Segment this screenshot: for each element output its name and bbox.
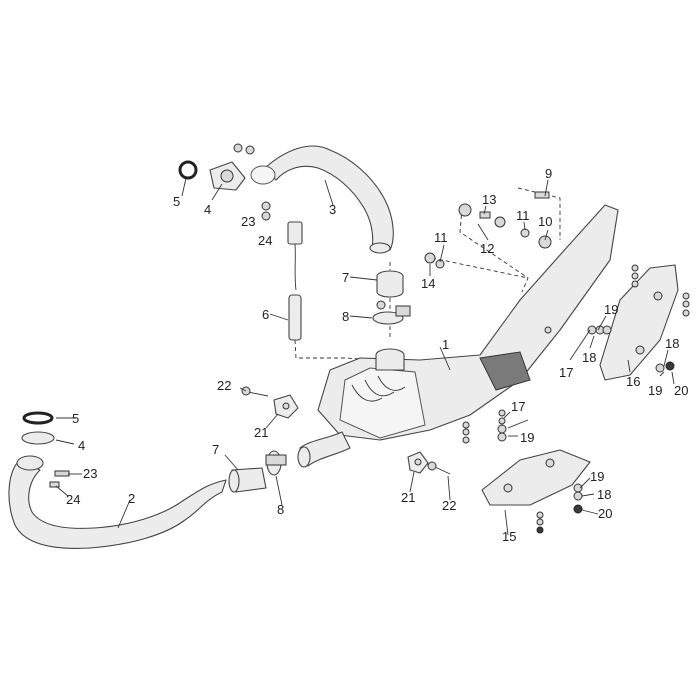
- callout-6: 6: [262, 307, 269, 322]
- callout-7-lower: 7: [212, 442, 219, 457]
- bracket-lower: [407, 451, 429, 474]
- clamp-upper: [372, 300, 411, 325]
- callout-21-upper: 21: [254, 425, 268, 440]
- callout-7-upper: 7: [342, 270, 349, 285]
- flange-gasket-upper: [209, 161, 246, 191]
- lower-pipe-hardware: [49, 470, 70, 488]
- header-pipe-lower: [8, 455, 227, 549]
- shield-lower-hardware: [536, 483, 583, 534]
- callout-19-lower: 19: [590, 469, 604, 484]
- callout-labels: 1 2 3 4 4 5 5 6 7 7 8 8 9 10 11 11 12 13…: [66, 166, 688, 544]
- callout-14: 14: [421, 276, 435, 291]
- callout-19-right: 19: [648, 383, 662, 398]
- callout-11-left: 11: [434, 230, 448, 245]
- callout-3: 3: [329, 202, 336, 217]
- callout-23-upper: 23: [241, 214, 255, 229]
- sleeve-upper: [376, 270, 404, 298]
- shield-right-hardware: [544, 264, 690, 373]
- header-pipe-upper: [250, 145, 394, 254]
- silencer-body: [317, 204, 619, 441]
- callout-19-right-top: 19: [604, 302, 618, 317]
- callout-13: 13: [482, 192, 496, 207]
- callout-24-lower: 24: [66, 492, 80, 507]
- callout-12: 12: [480, 241, 494, 256]
- callout-23-lower: 23: [83, 466, 97, 481]
- callout-17-right: 17: [559, 365, 573, 380]
- bolt-lower: [427, 461, 451, 475]
- leader-lines: [55, 177, 675, 536]
- callout-24-upper: 24: [258, 233, 272, 248]
- callout-15: 15: [502, 529, 516, 544]
- seal-ring-lower: [22, 411, 54, 425]
- bolt-upper: [241, 386, 269, 397]
- callout-8-lower: 8: [277, 502, 284, 517]
- callout-10: 10: [538, 214, 552, 229]
- callout-19-mid: 19: [520, 430, 534, 445]
- heat-shield-right: [599, 264, 679, 381]
- callout-1: 1: [442, 337, 449, 352]
- lambda-sensor: [287, 221, 381, 361]
- callout-18-right-mid: 18: [582, 350, 596, 365]
- flange-gasket-lower: [21, 431, 55, 445]
- callout-4-upper: 4: [204, 202, 211, 217]
- callout-11-upper: 11: [516, 208, 530, 223]
- sleeve-lower: [228, 467, 267, 493]
- callout-22-upper: 22: [217, 378, 231, 393]
- callout-2: 2: [128, 491, 135, 506]
- callout-20-lower: 20: [598, 506, 612, 521]
- callout-4-lower: 4: [78, 438, 85, 453]
- callout-9: 9: [545, 166, 552, 181]
- callout-8-upper: 8: [342, 309, 349, 324]
- callout-5-upper: 5: [173, 194, 180, 209]
- callout-20-right: 20: [674, 383, 688, 398]
- callout-5-lower: 5: [72, 411, 79, 426]
- callout-17-mid: 17: [511, 399, 525, 414]
- connector-pipe: [297, 431, 351, 468]
- mount-hardware-top: [424, 191, 552, 269]
- callout-21-lower: 21: [401, 490, 415, 505]
- callout-22-lower: 22: [442, 498, 456, 513]
- callout-16: 16: [626, 374, 640, 389]
- callout-18-right-top: 18: [665, 336, 679, 351]
- bracket-upper: [273, 394, 299, 419]
- callout-18-lower: 18: [597, 487, 611, 502]
- heat-shield-lower: [481, 449, 591, 506]
- flange-nuts-top: [233, 143, 271, 221]
- mid-hardware: [462, 409, 507, 444]
- seal-ring-upper: [178, 160, 198, 180]
- clamp-lower: [265, 450, 287, 476]
